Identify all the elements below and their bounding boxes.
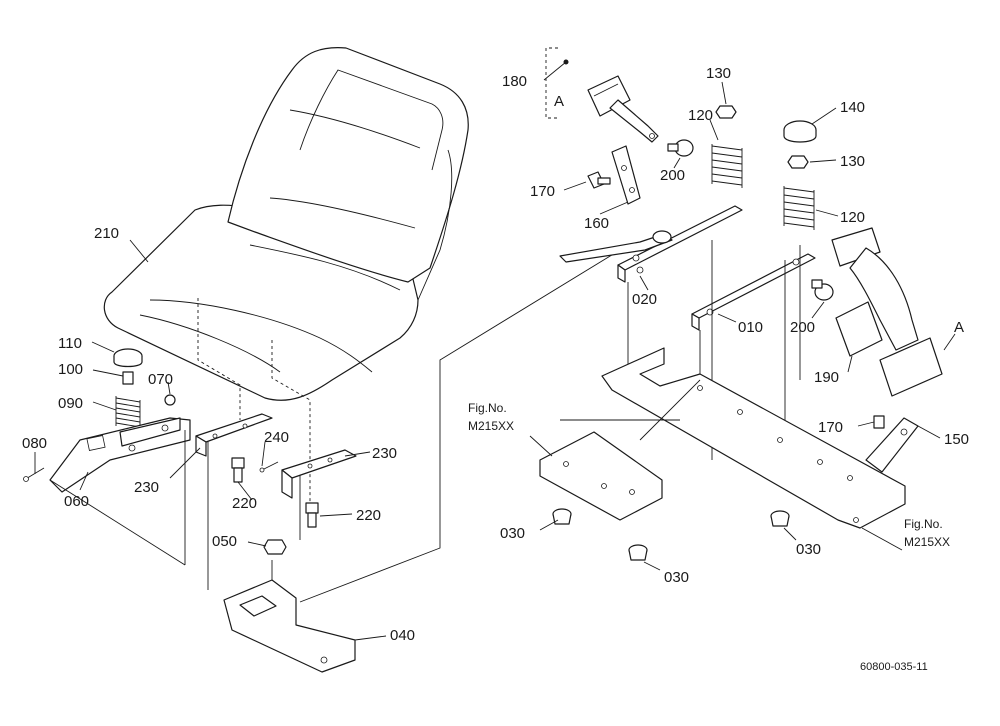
label-120-left: 120: [688, 107, 713, 124]
label-130-right: 130: [840, 153, 865, 170]
label-200-right: 200: [790, 319, 815, 336]
label-120-right: 120: [840, 209, 865, 226]
pin-240: [259, 461, 279, 473]
label-130-left: 130: [706, 65, 731, 82]
bracket-190: [835, 301, 883, 357]
label-030-a: 030: [500, 525, 525, 542]
label-180: 180: [502, 73, 527, 90]
label-080: 080: [22, 435, 47, 452]
label-070: 070: [148, 371, 173, 388]
rail-010: [691, 253, 816, 331]
pin-080: [23, 467, 45, 482]
leaders: [34, 61, 956, 641]
knob-070: [164, 394, 176, 406]
spring-120-right: [783, 186, 815, 230]
figref-left-line1: Fig.No.: [468, 401, 507, 415]
cap-110: [113, 348, 143, 368]
label-030-c: 030: [796, 541, 821, 558]
bolt-170-right: [873, 415, 885, 429]
label-190: 190: [814, 369, 839, 386]
label-030-b: 030: [664, 569, 689, 586]
label-220-a: 220: [232, 495, 257, 512]
bolt-200-left: [667, 139, 694, 157]
label-040: 040: [390, 627, 415, 644]
label-200-left: 200: [660, 167, 685, 184]
spring-120-left: [711, 144, 743, 188]
buckle-180: [587, 75, 659, 143]
bolt-200-right: [811, 279, 834, 301]
label-210: 210: [94, 225, 119, 242]
label-170-right: 170: [818, 419, 843, 436]
nut-130-right: [787, 155, 809, 169]
label-010: 010: [738, 319, 763, 336]
bracket-160: [611, 145, 641, 205]
bracket-150: [865, 417, 919, 473]
label-220-b: 220: [356, 507, 381, 524]
base-plate: [539, 347, 906, 529]
label-A-top: A: [554, 93, 564, 110]
diagram-code: 60800-035-11: [860, 661, 928, 673]
seat-210: [103, 47, 469, 401]
label-160: 160: [584, 215, 609, 232]
label-230-right: 230: [372, 445, 397, 462]
label-050: 050: [212, 533, 237, 550]
foot-030-c: [770, 510, 790, 527]
cap-140: [783, 120, 817, 143]
projection-lines-left: [197, 298, 311, 590]
label-170-left: 170: [530, 183, 555, 200]
figref-right-line2: M215XX: [904, 535, 950, 549]
left-leaders-long: [49, 249, 621, 603]
seatbelt-right: [831, 227, 943, 397]
bolt-220-a: [231, 457, 245, 483]
label-020: 020: [632, 291, 657, 308]
bolt-170-left: [587, 171, 611, 189]
nut-130-left: [715, 105, 737, 119]
figref-left-line2: M215XX: [468, 419, 514, 433]
foot-030-b: [628, 544, 648, 561]
foot-030-a: [552, 508, 572, 525]
label-090: 090: [58, 395, 83, 412]
bracket-060: [49, 417, 191, 493]
nut-050: [263, 539, 287, 555]
labels: 210 110 100 070 090 080 060 230 240 230 …: [22, 65, 969, 673]
figref-right-line1: Fig.No.: [904, 517, 943, 531]
rail-020: [559, 205, 743, 283]
base-040: [223, 560, 356, 673]
bolt-220-b: [305, 502, 319, 528]
bracket-230-right: [281, 449, 357, 499]
label-110: 110: [58, 335, 82, 352]
label-140: 140: [840, 99, 865, 116]
label-A-right: A: [954, 319, 964, 336]
label-230-left: 230: [134, 479, 159, 496]
nut-100: [122, 371, 134, 385]
callout-180-bracket: [545, 47, 569, 119]
label-060: 060: [64, 493, 89, 510]
spring-090: [115, 396, 141, 430]
label-150: 150: [944, 431, 969, 448]
label-240: 240: [264, 429, 289, 446]
label-100: 100: [58, 361, 83, 378]
bracket-230-left: [195, 413, 273, 457]
